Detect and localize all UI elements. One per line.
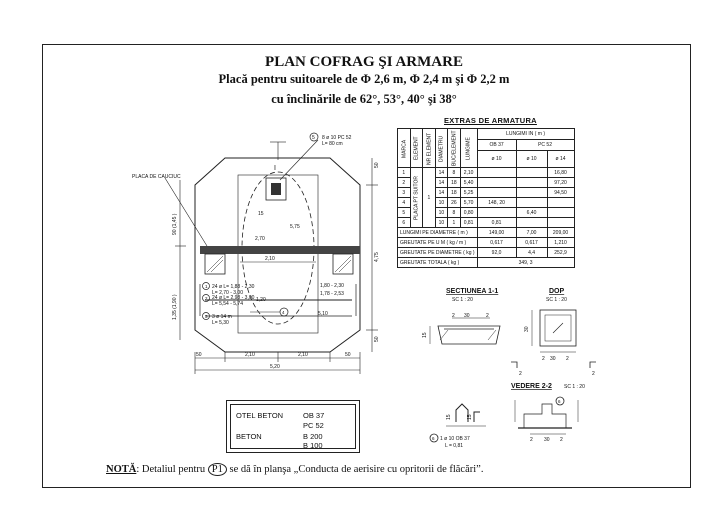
drawing-label: 30 xyxy=(544,437,550,443)
note-key: NOTĂ xyxy=(106,464,137,475)
drawing-title: PLAN COFRAG ŞI ARMARE xyxy=(265,54,463,70)
dim-bottom-0: 50 xyxy=(196,352,202,358)
bar-1-len: L= 2,70 - 3,00 xyxy=(212,290,243,296)
drawing-label: 2 xyxy=(566,356,569,362)
drawing-label: 2 xyxy=(519,371,522,377)
hook-spec: 1 ø 10 OB 37 xyxy=(440,436,470,442)
dop-shape xyxy=(539,309,577,347)
drawing-label: 2 xyxy=(560,437,563,443)
concrete-label: BETON xyxy=(236,432,262,441)
dim-right-2: 50 xyxy=(374,336,380,342)
dim-bottom-2: 2,10 xyxy=(298,352,308,358)
bar-4-mark: 4 xyxy=(282,310,285,315)
dim-120: 1,20 xyxy=(256,297,266,303)
vedere-22-scale: SC 1 : 20 xyxy=(564,384,585,390)
note-after: se dă în planşa „Conducta de aerisire cu… xyxy=(229,464,484,475)
dim-inner: 2,10 xyxy=(265,256,275,262)
bar-2-spec: 24 ø L= 2,98 - 3,00 xyxy=(212,295,255,301)
vedere-22-shape xyxy=(523,403,567,428)
drawing-subtitle-2: cu înclinările de 62°, 53°, 40° şi 38° xyxy=(271,92,457,106)
th-pc52: PC 52 xyxy=(515,139,575,152)
concrete-grade-2: B 100 xyxy=(303,441,323,450)
bar-3-spec: 3 ø 14 m xyxy=(212,314,232,320)
drawing-label: 6 xyxy=(432,436,435,441)
drawing-frame xyxy=(42,44,691,488)
note: NOTĂ: Detaliul pentru P1 se dă în planşa… xyxy=(106,463,483,476)
bar-2-len: L= 5,54 - 5,74 xyxy=(212,301,243,307)
bar-1b-len: 1,78 - 2,53 xyxy=(320,291,344,297)
drawing-subtitle: Placă pentru suitoarele de Φ 2,6 m, Φ 2,… xyxy=(218,72,510,86)
table-header-row: MARCA ELEMENT NR ELEMENT DIAMETRU BUC/EL… xyxy=(397,127,575,168)
bar-5-spec: 8 ø 10 PC 52 xyxy=(322,135,352,141)
drawing-label: 2 xyxy=(592,371,595,377)
drawing-label: 30 xyxy=(550,356,556,362)
dim-right-1: 4,75 xyxy=(374,252,380,262)
drawing-label: 30 xyxy=(524,326,530,332)
drawing-label: 2 xyxy=(542,356,545,362)
drawing-label: 30 xyxy=(464,313,470,319)
bar-3-mark: 3 xyxy=(205,314,208,319)
dim-bottom-total: 5,20 xyxy=(270,364,280,370)
dim-left-upper: 90 (1,45 ) xyxy=(172,213,178,235)
drawing-label: 2 xyxy=(530,437,533,443)
dim-270: 2,70 xyxy=(255,236,265,242)
bar-2-mark: 2 xyxy=(205,296,208,301)
dim-left-lower: 1,35 (1,90 ) xyxy=(172,294,178,320)
label-placa: PLACA DE CAUCIUC xyxy=(132,174,181,180)
drawing-label: 6 xyxy=(558,399,561,404)
mark-i: I xyxy=(274,165,276,172)
section-11-title: SECTIUNEA 1-1 xyxy=(446,288,498,295)
drawing-label: 15 xyxy=(446,414,452,420)
materials-box: OTEL BETON OB 37 PC 52 BETON B 200 B 100 xyxy=(226,400,360,453)
dop-title: DOP xyxy=(549,288,565,295)
dim-bottom-1: 2,10 xyxy=(245,352,255,358)
dim-510: 5,10 xyxy=(318,311,328,317)
rubber-plate xyxy=(200,246,360,254)
steel-grade-2: PC 52 xyxy=(303,421,324,430)
note-ref: P1 xyxy=(207,463,227,476)
dop-scale: SC 1 : 20 xyxy=(546,297,567,303)
th-lungimi: LUNGIMI IN ( m ) xyxy=(476,127,575,141)
concrete-grade-1: B 200 xyxy=(303,432,323,441)
dim-575: 5,75 xyxy=(290,224,300,230)
drawing-label: 2 xyxy=(452,313,455,319)
dim-bottom-3: 50 xyxy=(345,352,351,358)
total-row: GREUTATE TOTALA ( kg ) 349, 3 xyxy=(397,257,575,268)
bar-3-len: L= 5,30 xyxy=(212,320,229,326)
hook-len: L = 0,81 xyxy=(445,443,463,449)
steel-label: OTEL BETON xyxy=(236,411,284,420)
vedere-22-title: VEDERE 2-2 xyxy=(511,383,552,390)
bar-5-length: L= 80 cm xyxy=(322,141,343,147)
note-before: : Detaliul pentru xyxy=(136,464,206,475)
bar-1b-spec: 1,80 - 2,30 xyxy=(320,283,344,289)
rebar-table: MARCA ELEMENT NR ELEMENT DIAMETRU BUC/EL… xyxy=(397,127,575,268)
section-11-scale: SC 1 : 20 xyxy=(452,297,473,303)
total-value: 349, 3 xyxy=(476,257,575,268)
bar-5-mark: 5 xyxy=(312,135,315,141)
dim-right-0: 50 xyxy=(374,162,380,168)
hook-bar-shape xyxy=(455,403,469,422)
section-11-shape xyxy=(437,325,501,345)
bar-1-spec: 24 ø L= 1,88 - 2,30 xyxy=(212,284,255,290)
drawing-label: 15 xyxy=(467,414,473,420)
bar-1-mark: 1 xyxy=(205,284,208,289)
dim-15: 15 xyxy=(258,211,264,217)
drawing-label: 2 xyxy=(486,313,489,319)
extras-title: EXTRAS DE ARMATURA xyxy=(444,116,537,125)
drawing-label: 15 xyxy=(422,332,428,338)
steel-grade-1: OB 37 xyxy=(303,411,325,420)
